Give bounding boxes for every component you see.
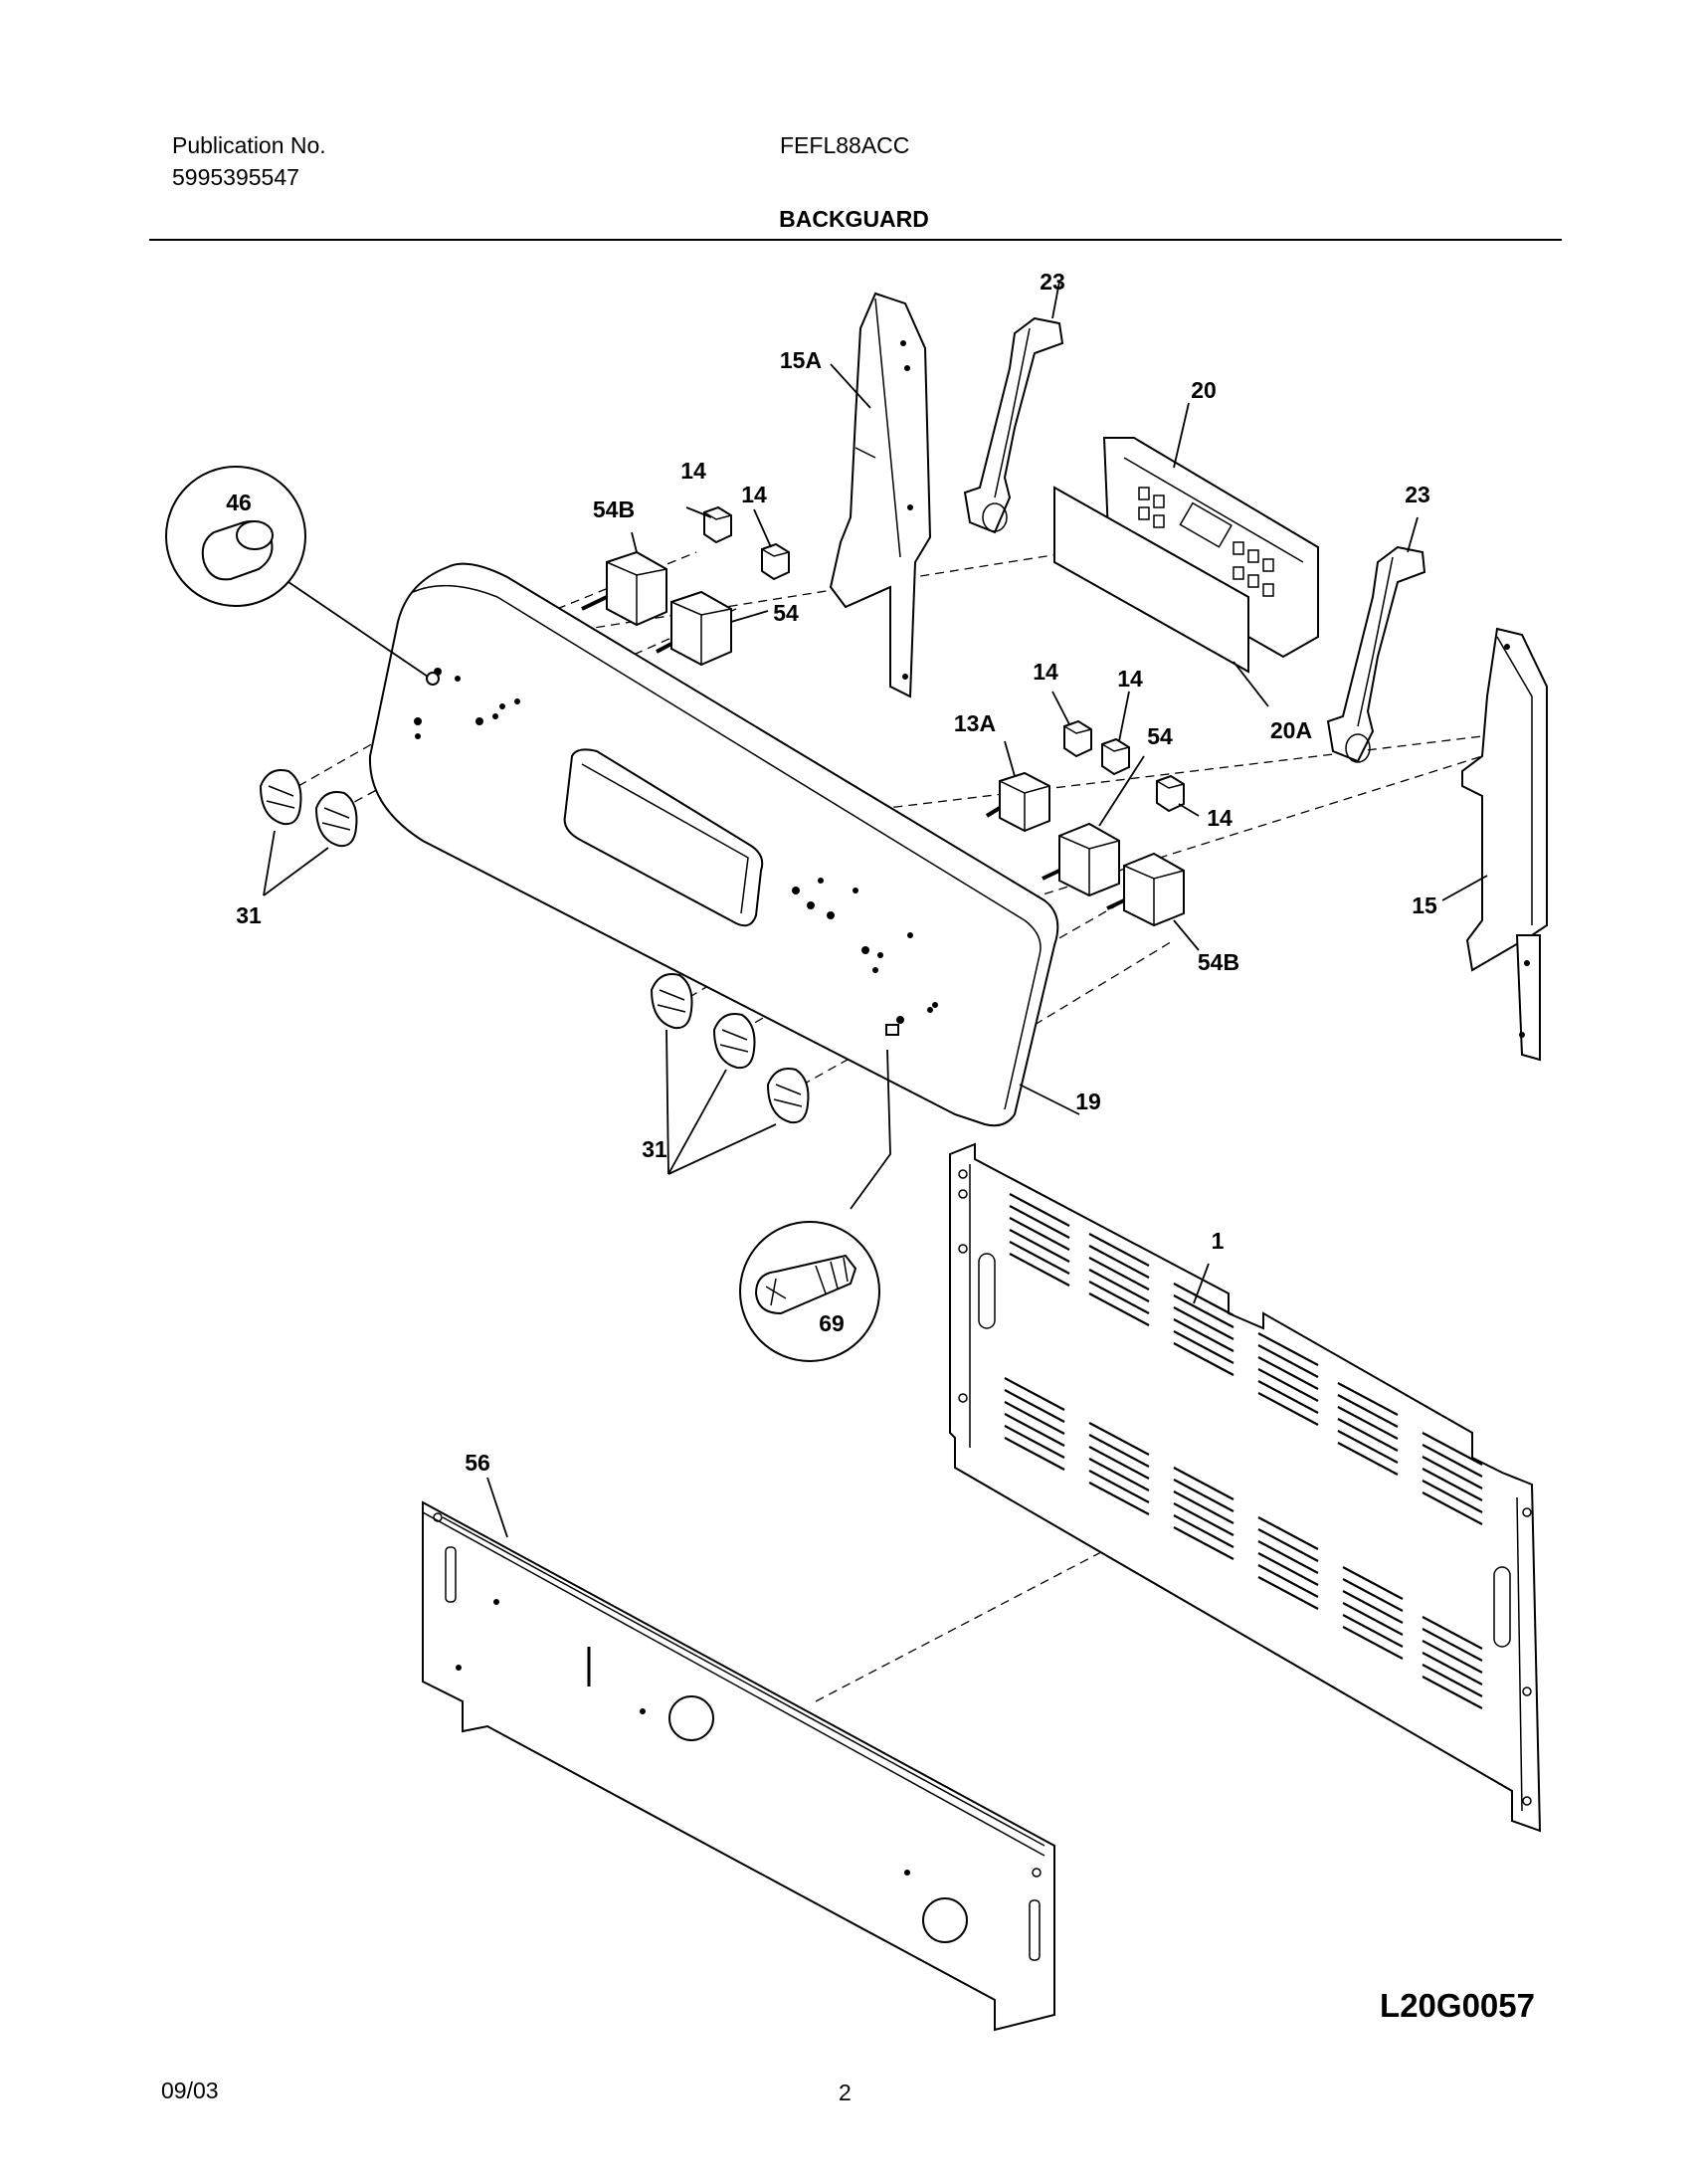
oven-selector-13a	[985, 771, 1050, 833]
vent-slots	[1004, 1193, 1483, 1709]
infinite-switch-54b-mid	[1106, 852, 1185, 927]
page-number: 2	[839, 2080, 852, 2105]
callout-69: 69	[819, 1310, 845, 1336]
leader-lines	[263, 281, 1488, 1538]
section-title: BACKGUARD	[779, 206, 929, 232]
callout-14-c: 14	[1033, 659, 1058, 685]
callout-56: 56	[465, 1450, 490, 1476]
knob-bottom-2	[712, 1013, 756, 1070]
callout-54-top: 54	[773, 600, 799, 626]
callout-14-e: 14	[1207, 805, 1233, 831]
callout-13a: 13A	[954, 710, 996, 736]
knob-left-2	[314, 791, 358, 848]
electronic-control-board	[1053, 437, 1319, 674]
callout-20: 20	[1191, 377, 1217, 403]
callout-31-bottom: 31	[642, 1136, 667, 1162]
rear-vented-panel	[949, 1142, 1542, 1833]
knob-bottom-3	[766, 1068, 810, 1124]
footer-date: 09/03	[161, 2078, 219, 2103]
callout-15a: 15A	[780, 347, 822, 373]
lower-rear-panel	[422, 1500, 1055, 2032]
callout-19: 19	[1075, 1089, 1101, 1114]
detail-bubble-69	[739, 1221, 880, 1362]
knob-bottom-1	[650, 973, 693, 1030]
infinite-switch-54b-top	[581, 550, 667, 627]
indicator-switch-14-d	[1101, 737, 1130, 776]
publication-label: Publication No.	[172, 132, 326, 158]
callout-54b-mid: 54B	[1198, 949, 1239, 975]
indicator-switch-14-a	[703, 505, 732, 544]
control-panel-backguard	[368, 562, 1059, 1127]
left-end-bracket	[829, 292, 932, 698]
callout-20a: 20A	[1270, 717, 1312, 743]
callout-54b-top: 54B	[593, 496, 635, 522]
publication-number: 5995395547	[172, 164, 299, 190]
callout-14-d: 14	[1117, 666, 1143, 692]
callout-46: 46	[226, 490, 252, 515]
callout-14-a: 14	[680, 458, 706, 484]
callout-54-mid: 54	[1147, 723, 1173, 749]
indicator-switch-14-c	[1063, 719, 1092, 758]
callout-23-top: 23	[1040, 269, 1065, 295]
knob-left-1	[259, 769, 302, 826]
indicator-switch-14-e	[1156, 774, 1185, 813]
callout-23-right: 23	[1405, 482, 1430, 507]
right-end-bracket	[1461, 627, 1548, 1062]
callout-1: 1	[1212, 1228, 1225, 1254]
callout-15: 15	[1412, 892, 1437, 918]
infinite-switch-54-mid	[1042, 822, 1120, 897]
model-number: FEFL88ACC	[780, 132, 910, 158]
right-wire-bracket	[1326, 545, 1426, 763]
header-divider	[149, 239, 1562, 241]
drawing-code: L20G0057	[1380, 1987, 1535, 2024]
callouts: 46 54B 14 14 54 15A 23 20 23 20A 14 14 1…	[226, 269, 1437, 1476]
detail-bubble-46	[165, 466, 306, 607]
control-knobs	[259, 769, 810, 1124]
callout-31-left: 31	[236, 902, 262, 928]
callout-14-b: 14	[741, 482, 767, 507]
infinite-switch-54-top	[656, 590, 732, 667]
top-wire-bracket	[963, 316, 1064, 534]
indicator-switch-14-b	[761, 542, 790, 581]
